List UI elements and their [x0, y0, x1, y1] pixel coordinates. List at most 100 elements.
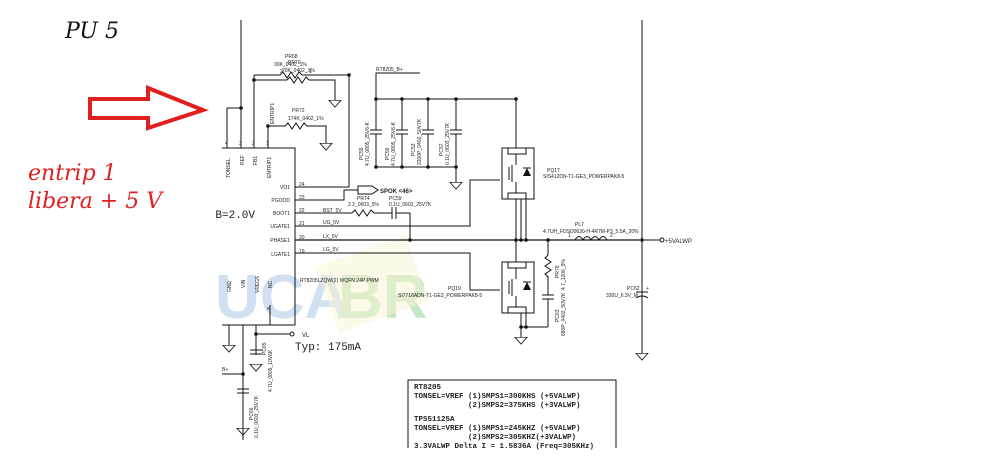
- pin-fb1: FB1: [253, 156, 259, 165]
- net-bplus: B+: [222, 367, 228, 373]
- pin-entrip1: ENTRIP1: [267, 157, 273, 178]
- svg-text:1: 1: [266, 141, 269, 147]
- boot-path: BST_5V PR74 2.2_0603_5% PC59 0.1U_0603_2…: [295, 196, 432, 240]
- svg-text:PC56: PC56: [385, 147, 391, 160]
- svg-text:LGATE1: LGATE1: [271, 252, 290, 258]
- svg-text:PR72: PR72: [292, 108, 305, 114]
- vl-current-note: Typ: 175mA: [295, 342, 361, 354]
- svg-text:SPOK <46>: SPOK <46>: [380, 189, 413, 195]
- svg-text:1: 1: [309, 69, 312, 75]
- notes-line: TPS51125A: [414, 416, 455, 424]
- svg-text:UGATE1: UGATE1: [270, 224, 290, 230]
- feedback-network: PR68 30K_0402_1% 2 1 PR70 20K_0402_1% PR…: [252, 54, 349, 151]
- svg-text:PC66: PC66: [249, 407, 255, 420]
- svg-text:4.7U_0805_25V6-K: 4.7U_0805_25V6-K: [365, 121, 371, 166]
- mosfet-pq19: PQ19 SI7716ADN-T1-GE3_POWERPAK8-5: [398, 240, 548, 345]
- net-lg: LG_5V: [323, 247, 339, 253]
- svg-text:2.2_0603_5%: 2.2_0603_5%: [348, 202, 379, 208]
- spok-port: SPOK <46>: [295, 185, 413, 201]
- notes-line: (2)SMPS2=305KHZ(+3VALWP): [414, 434, 576, 442]
- svg-text:21: 21: [299, 221, 305, 227]
- resistor-pr70: [286, 76, 310, 84]
- svg-text:BOOT1: BOOT1: [273, 211, 290, 217]
- ugate-trace: [295, 179, 500, 227]
- svg-text:PL7: PL7: [575, 222, 584, 228]
- svg-text:BR: BR: [338, 263, 428, 332]
- snubber: PR76 4.7_1206_5% PC63 680P_0402_50V7K: [542, 238, 567, 336]
- notes-line: 3.3VALWP Delta I = 1.5836A (Freq=305KHz): [414, 443, 594, 451]
- vo1-trace: [295, 75, 350, 188]
- resistor-pr72: [284, 122, 308, 130]
- svg-text:VIN: VIN: [241, 279, 247, 288]
- note-line-1: entrip 1: [28, 161, 117, 186]
- svg-text:174K_0402_1%: 174K_0402_1%: [288, 116, 324, 122]
- page-title: PU 5: [64, 19, 119, 44]
- svg-text:PHASE1: PHASE1: [270, 238, 290, 244]
- net-entript: ENTRIP1: [270, 103, 276, 124]
- output-rail: +5VALWP + PC62 330U_6.3V_M: [606, 20, 692, 361]
- svg-text:PR76: PR76: [555, 265, 561, 278]
- svg-text:680P_0402_50V7K: 680P_0402_50V7K: [561, 292, 567, 336]
- svg-text:SI7716ADN-T1-GE3_POWERPAK8-5: SI7716ADN-T1-GE3_POWERPAK8-5: [398, 293, 482, 299]
- svg-text:PC62: PC62: [627, 286, 640, 292]
- pin-tonsel: TONSEL: [226, 158, 232, 178]
- svg-text:20K_0402_1%: 20K_0402_1%: [282, 68, 315, 74]
- svg-text:2200P_0402_50V7K: 2200P_0402_50V7K: [417, 118, 423, 165]
- notes-box: RT8205 TONSEL=VREF (1)SMPS1=300KHS (+5VA…: [407, 379, 617, 451]
- svg-text:x: x: [267, 306, 270, 312]
- svg-text:PC57: PC57: [439, 143, 445, 156]
- svg-text:PC63: PC63: [555, 309, 561, 322]
- svg-text:VREG5: VREG5: [255, 276, 261, 293]
- svg-text:22: 22: [299, 208, 305, 214]
- svg-text:4.7UH_FDSD0630-H-4R7M-P3_5.5A_: 4.7UH_FDSD0630-H-4R7M-P3_5.5A_20%: [543, 229, 639, 235]
- svg-text:PC53: PC53: [411, 143, 417, 156]
- mosfet-pq17: PQ17 SIS412DN-T1-GE3_POWERPAK8-5: [501, 99, 625, 242]
- svg-text:330U_6.3V_M: 330U_6.3V_M: [606, 293, 638, 299]
- svg-text:+: +: [646, 286, 649, 292]
- net-bst: BST_5V: [323, 208, 342, 214]
- ic-top-pins: 4 3 2 1 TONSEL REF FB1 ENTRIP1: [225, 20, 273, 178]
- svg-text:4: 4: [225, 141, 228, 147]
- ic-right-pins: VO1 PGOOD BOOT1 UGATE1 PHASE1 LGATE1 24 …: [270, 182, 305, 258]
- svg-text:4.7_1206_5%: 4.7_1206_5%: [561, 259, 567, 290]
- svg-text:19: 19: [299, 249, 305, 255]
- svg-text:NC: NC: [268, 280, 274, 288]
- ic-rt8205: B=2.0V RT8205LZQW(2) WQFN 24P PWM: [215, 147, 379, 326]
- note-line-2: libera + 5 V: [28, 189, 164, 214]
- svg-text:PC65: PC65: [262, 342, 268, 355]
- svg-text:2: 2: [610, 233, 613, 239]
- svg-text:2: 2: [252, 141, 255, 147]
- input-cap-bank: RT8205_B+ PC55 4.7U_0805_25V6-K PC56 4.7…: [359, 67, 518, 190]
- svg-text:SIS412DN-T1-GE3_POWERPAK8-5: SIS412DN-T1-GE3_POWERPAK8-5: [543, 174, 625, 180]
- vl-section: VL Typ: 175mA PC65 4.7U_0805_10V6K B+ PC…: [222, 331, 361, 438]
- watermark: UCA BR: [215, 235, 429, 334]
- svg-text:0.1U_0603_25V7K: 0.1U_0603_25V7K: [445, 122, 451, 165]
- net-vl: VL: [302, 333, 310, 339]
- net-5valwp: +5VALWP: [665, 239, 692, 245]
- svg-text:PC59: PC59: [389, 196, 402, 202]
- svg-text:PGOOD: PGOOD: [271, 198, 290, 204]
- svg-text:24: 24: [299, 182, 305, 188]
- svg-text:20: 20: [299, 235, 305, 241]
- notes-line: TONSEL=VREF (1)SMPS1=245KHZ (+5VALWP): [414, 425, 581, 433]
- pin-ref: REF: [240, 155, 246, 165]
- svg-text:4.7U_0805_25V6-K: 4.7U_0805_25V6-K: [391, 121, 397, 166]
- notes-line: (2)SMPS2=375KHS (+3VALWP): [414, 402, 581, 410]
- resistor-pr68: [279, 71, 303, 79]
- lgate-trace: [295, 252, 500, 291]
- svg-text:0.1U_0603_25V7K: 0.1U_0603_25V7K: [389, 202, 432, 208]
- svg-text:0.1U_0603_25V7K: 0.1U_0603_25V7K: [254, 395, 260, 438]
- svg-text:PQ19: PQ19: [448, 286, 461, 292]
- svg-text:PR70: PR70: [288, 60, 301, 66]
- svg-text:1: 1: [568, 233, 571, 239]
- notes-line: TONSEL=VREF (1)SMPS1=300KHS (+5VALWP): [414, 393, 581, 401]
- svg-text:PR68: PR68: [285, 54, 298, 60]
- net-ug: UG_5V: [323, 220, 340, 226]
- ic-side-label: B=2.0V: [215, 210, 255, 222]
- svg-text:PQ17: PQ17: [547, 168, 560, 174]
- svg-text:3: 3: [239, 141, 242, 147]
- net-rt8205-bplus: RT8205_B+: [376, 67, 403, 73]
- svg-text:UCA: UCA: [215, 263, 349, 332]
- svg-text:VO1: VO1: [280, 185, 290, 191]
